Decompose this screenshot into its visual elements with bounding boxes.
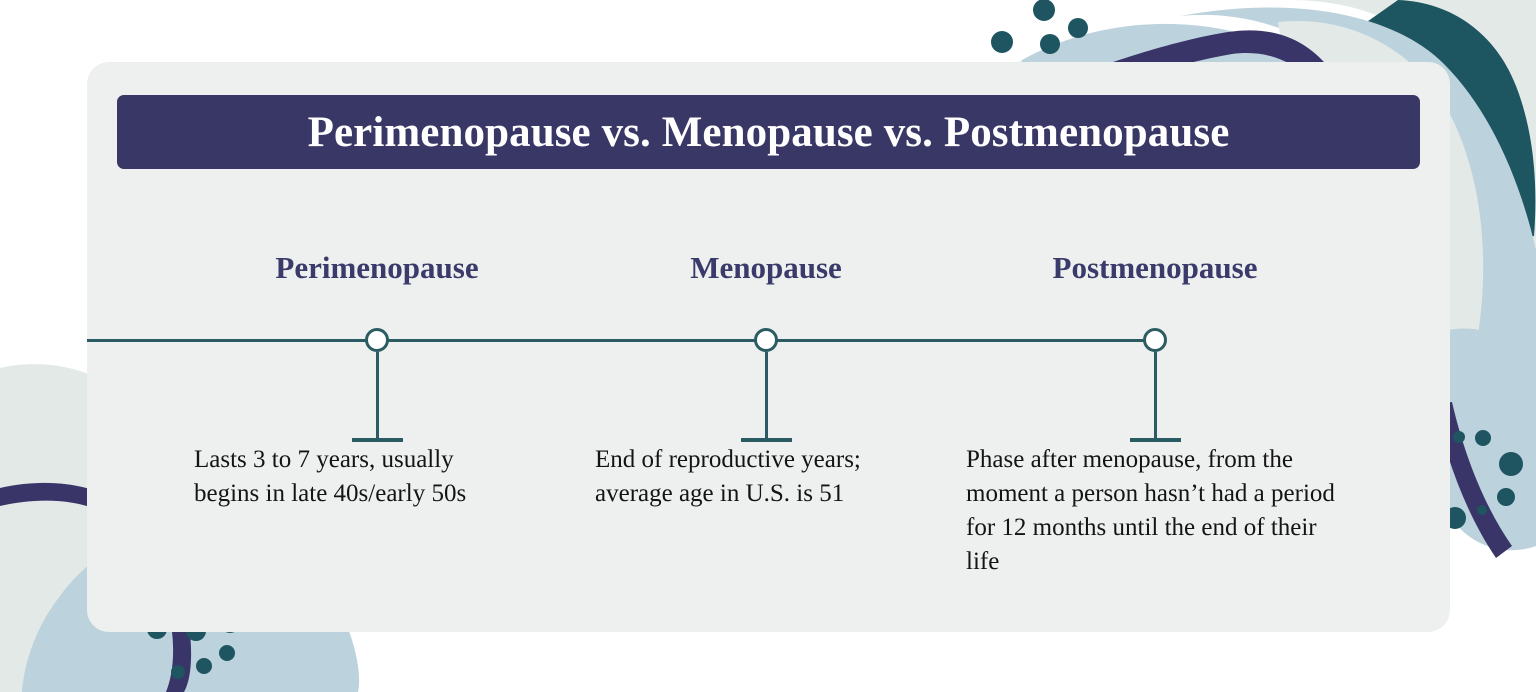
node-stem — [1154, 352, 1157, 440]
timeline: Perimenopause Lasts 3 to 7 years, usuall… — [87, 62, 1450, 632]
dot-teal-bl-7 — [171, 665, 185, 679]
stage-label-perimenopause: Perimenopause — [275, 250, 479, 285]
dot-teal-br-2 — [1499, 452, 1523, 476]
dot-teal-bl-6 — [196, 658, 212, 674]
stage-description-menopause: End of reproductive years; average age i… — [595, 446, 861, 507]
dot-teal-tr-2 — [1033, 0, 1055, 21]
dot-teal-bl-5 — [219, 645, 235, 661]
node-stem — [765, 352, 768, 440]
infographic-card: Perimenopause vs. Menopause vs. Postmeno… — [87, 62, 1450, 632]
node-foot — [352, 438, 403, 442]
stage-description-postmenopause: Phase after menopause, from the moment a… — [966, 446, 1335, 575]
stage-label-postmenopause: Postmenopause — [1052, 250, 1258, 285]
dot-teal-br-4 — [1477, 505, 1487, 515]
node-marker-icon — [754, 328, 778, 352]
node-stem — [376, 352, 379, 440]
dot-teal-br-6 — [1453, 431, 1465, 443]
stage-label-menopause: Menopause — [690, 250, 842, 285]
dot-teal-tr-4 — [1068, 18, 1088, 38]
dot-teal-br-5 — [1475, 430, 1491, 446]
timeline-axis — [87, 339, 1155, 342]
node-marker-icon — [365, 328, 389, 352]
dot-teal-tr-3 — [1040, 34, 1060, 54]
dot-teal-br-3 — [1497, 488, 1515, 506]
stage-description-perimenopause: Lasts 3 to 7 years, usually begins in la… — [194, 446, 467, 507]
node-foot — [741, 438, 792, 442]
dot-teal-tr-1 — [991, 31, 1013, 53]
node-marker-icon — [1143, 328, 1167, 352]
node-foot — [1130, 438, 1181, 442]
